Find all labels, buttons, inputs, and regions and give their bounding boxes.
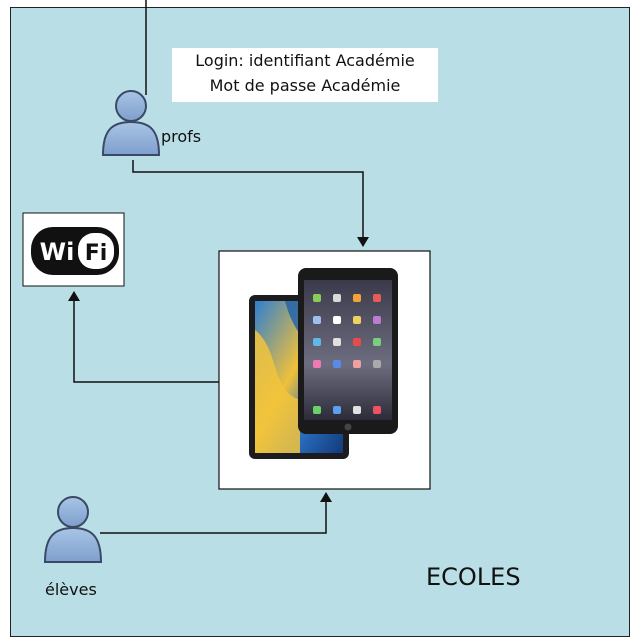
login-note-line2: Mot de passe Académie	[209, 76, 401, 95]
profs-to-tablets-arrow	[132, 160, 369, 247]
login-note: Login: identifiant Académie Mot de passe…	[172, 48, 438, 102]
ipad-image	[298, 268, 398, 434]
wifi-logo-wi: Wi	[40, 238, 75, 266]
tablets-to-wifi-arrow	[68, 291, 219, 383]
tablets-box	[218, 250, 431, 490]
eleves-to-tablets-arrow	[100, 492, 332, 534]
ecoles-label: ECOLES	[426, 563, 521, 591]
wifi-logo: Wi Fi	[22, 212, 125, 287]
eleves-person-icon	[43, 496, 103, 563]
eleves-label: élèves	[45, 580, 97, 599]
login-note-line1: Login: identifiant Académie	[195, 51, 415, 70]
profs-label: profs	[161, 127, 202, 146]
ipad-app-icons	[313, 294, 381, 414]
wifi-logo-fi: Fi	[85, 241, 108, 266]
profs-person-icon	[101, 90, 161, 156]
